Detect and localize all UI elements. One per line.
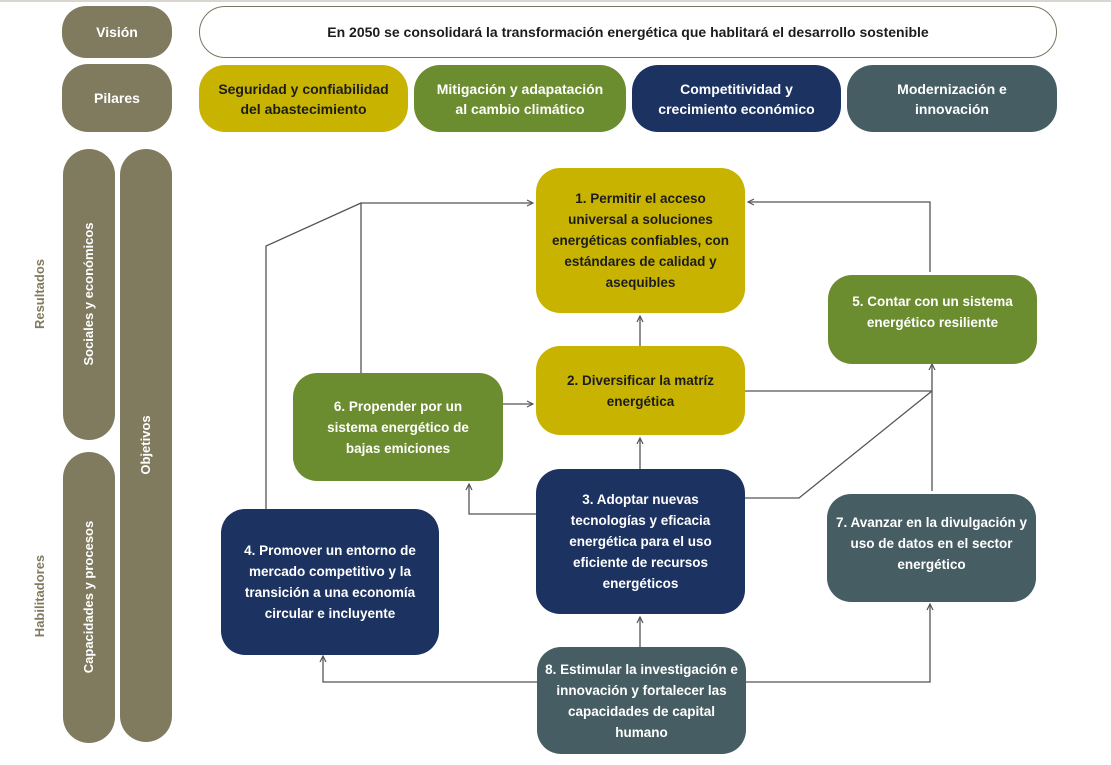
social-economic-pill [63, 149, 115, 440]
objectives-pill [120, 149, 172, 742]
pillar-modernization: Modernización e innovación [847, 65, 1057, 132]
objective-1: 1. Permitir el acceso universal a soluci… [536, 168, 745, 313]
vision-statement-text: En 2050 se consolidará la transformación… [327, 24, 929, 40]
connector-8-to-4 [323, 656, 537, 683]
pillar-competitiveness-text: Competitividad y crecimiento económico [658, 80, 815, 117]
connector-3-to-6 [469, 484, 536, 515]
pillar-mitigation: Mitigación y adapatación al cambio climá… [414, 65, 626, 132]
objective-7-text: 7. Avanzar en la divulgación y uso de da… [835, 514, 1028, 572]
objective-2-text: 2. Diversificar la matríz energética [566, 372, 715, 409]
objective-4: 4. Promover un entorno de mercado compet… [221, 509, 439, 655]
objective-5: 5. Contar con un sistema energético resi… [828, 275, 1037, 364]
pillars-label: Pilares [62, 64, 172, 132]
pillar-security: Seguridad y confiabilidad del abastecimi… [199, 65, 408, 132]
connector-3-to-5 [745, 390, 933, 499]
vision-label: Visión [62, 6, 172, 58]
pillar-competitiveness: Competitividad y crecimiento económico [632, 65, 841, 132]
connector-6-to-1 [360, 203, 533, 373]
objective-6: 6. Propender por un sistema energético d… [293, 373, 503, 481]
objective-3: 3. Adoptar nuevas tecnologías y eficacia… [536, 469, 745, 614]
objective-8-text: 8. Estimular la investigación e innovaci… [545, 661, 738, 740]
objective-7: 7. Avanzar en la divulgación y uso de da… [827, 494, 1036, 602]
pillar-mitigation-text: Mitigación y adapatación al cambio climá… [436, 80, 604, 117]
vision-label-text: Visión [96, 24, 138, 40]
objective-4-text: 4. Promover un entorno de mercado compet… [244, 543, 416, 621]
pillars-label-text: Pilares [94, 90, 140, 106]
vision-statement: En 2050 se consolidará la transformación… [199, 6, 1057, 58]
objective-5-text: 5. Contar con un sistema energético resi… [852, 293, 1013, 330]
pillar-modernization-text: Modernización e innovación [897, 80, 1007, 117]
objective-8: 8. Estimular la investigación e innovaci… [537, 647, 746, 754]
top-border [0, 0, 1111, 2]
connector-8-to-7 [745, 604, 930, 683]
pillar-security-text: Seguridad y confiabilidad del abastecimi… [218, 80, 389, 117]
connector-4-to-1 [265, 202, 362, 509]
objective-1-text: 1. Permitir el acceso universal a soluci… [551, 191, 730, 290]
capabilities-pill [63, 452, 115, 743]
objective-6-text: 6. Propender por un sistema energético d… [327, 398, 469, 456]
objective-3-text: 3. Adoptar nuevas tecnologías y eficacia… [569, 492, 712, 591]
connector-5-to-1 [748, 202, 931, 272]
objective-2: 2. Diversificar la matríz energética [536, 346, 745, 435]
